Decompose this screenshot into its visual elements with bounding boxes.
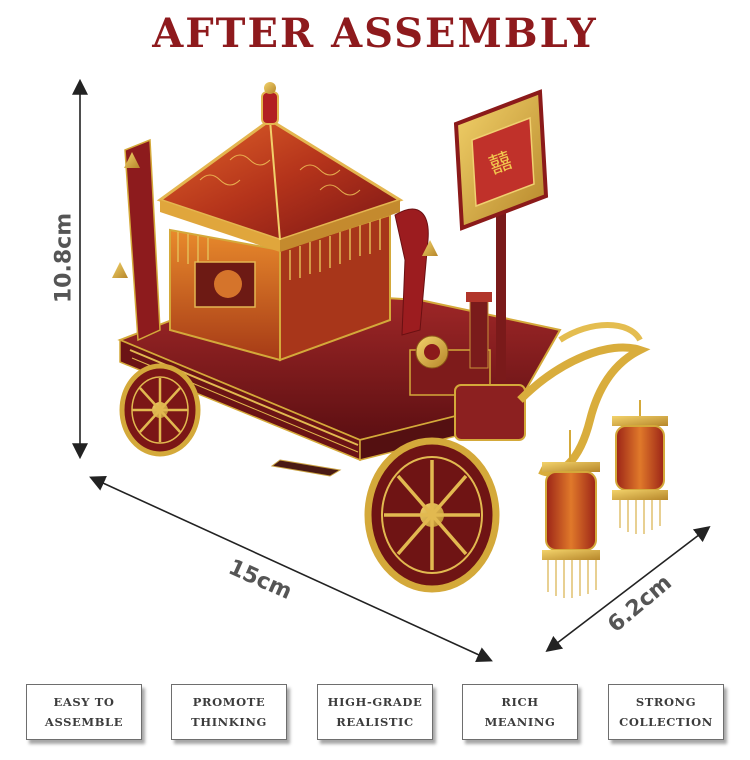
signboard: 囍 <box>453 89 549 380</box>
sedan-roof <box>156 82 404 252</box>
feature-easy-to-assemble: EASY TO ASSEMBLE <box>26 684 142 740</box>
page-title: AFTER ASSEMBLY <box>152 10 598 57</box>
front-wheel <box>364 437 500 593</box>
feature-line: EASY TO <box>53 695 115 709</box>
dimension-arrows <box>72 78 711 662</box>
feature-line: STRONG <box>635 695 697 709</box>
feature-line: THINKING <box>191 715 267 729</box>
rear-wheel <box>119 363 201 457</box>
feature-promote-thinking: PROMOTE THINKING <box>171 684 287 740</box>
height-label: 10.8cm <box>51 212 77 304</box>
feature-line: RICH <box>501 695 539 709</box>
width-arrow <box>545 526 711 652</box>
feature-rich-meaning: RICH MEANING <box>462 684 578 740</box>
feature-line: MEANING <box>484 715 556 729</box>
feature-line: HIGH-GRADE <box>327 695 423 709</box>
length-arrow <box>89 476 493 662</box>
feature-line: COLLECTION <box>619 715 713 729</box>
feature-line: PROMOTE <box>192 695 266 709</box>
product-illustration: 囍 <box>72 78 711 662</box>
feature-line: ASSEMBLE <box>44 715 124 729</box>
feature-strong-collection: STRONG COLLECTION <box>608 684 724 740</box>
feature-badges: EASY TO ASSEMBLE PROMOTE THINKING HIGH-G… <box>0 684 750 744</box>
hanging-lanterns <box>542 400 668 598</box>
hanging-bells <box>112 152 438 278</box>
feature-line: REALISTIC <box>336 715 414 729</box>
feature-high-grade-realistic: HIGH-GRADE REALISTIC <box>317 684 433 740</box>
